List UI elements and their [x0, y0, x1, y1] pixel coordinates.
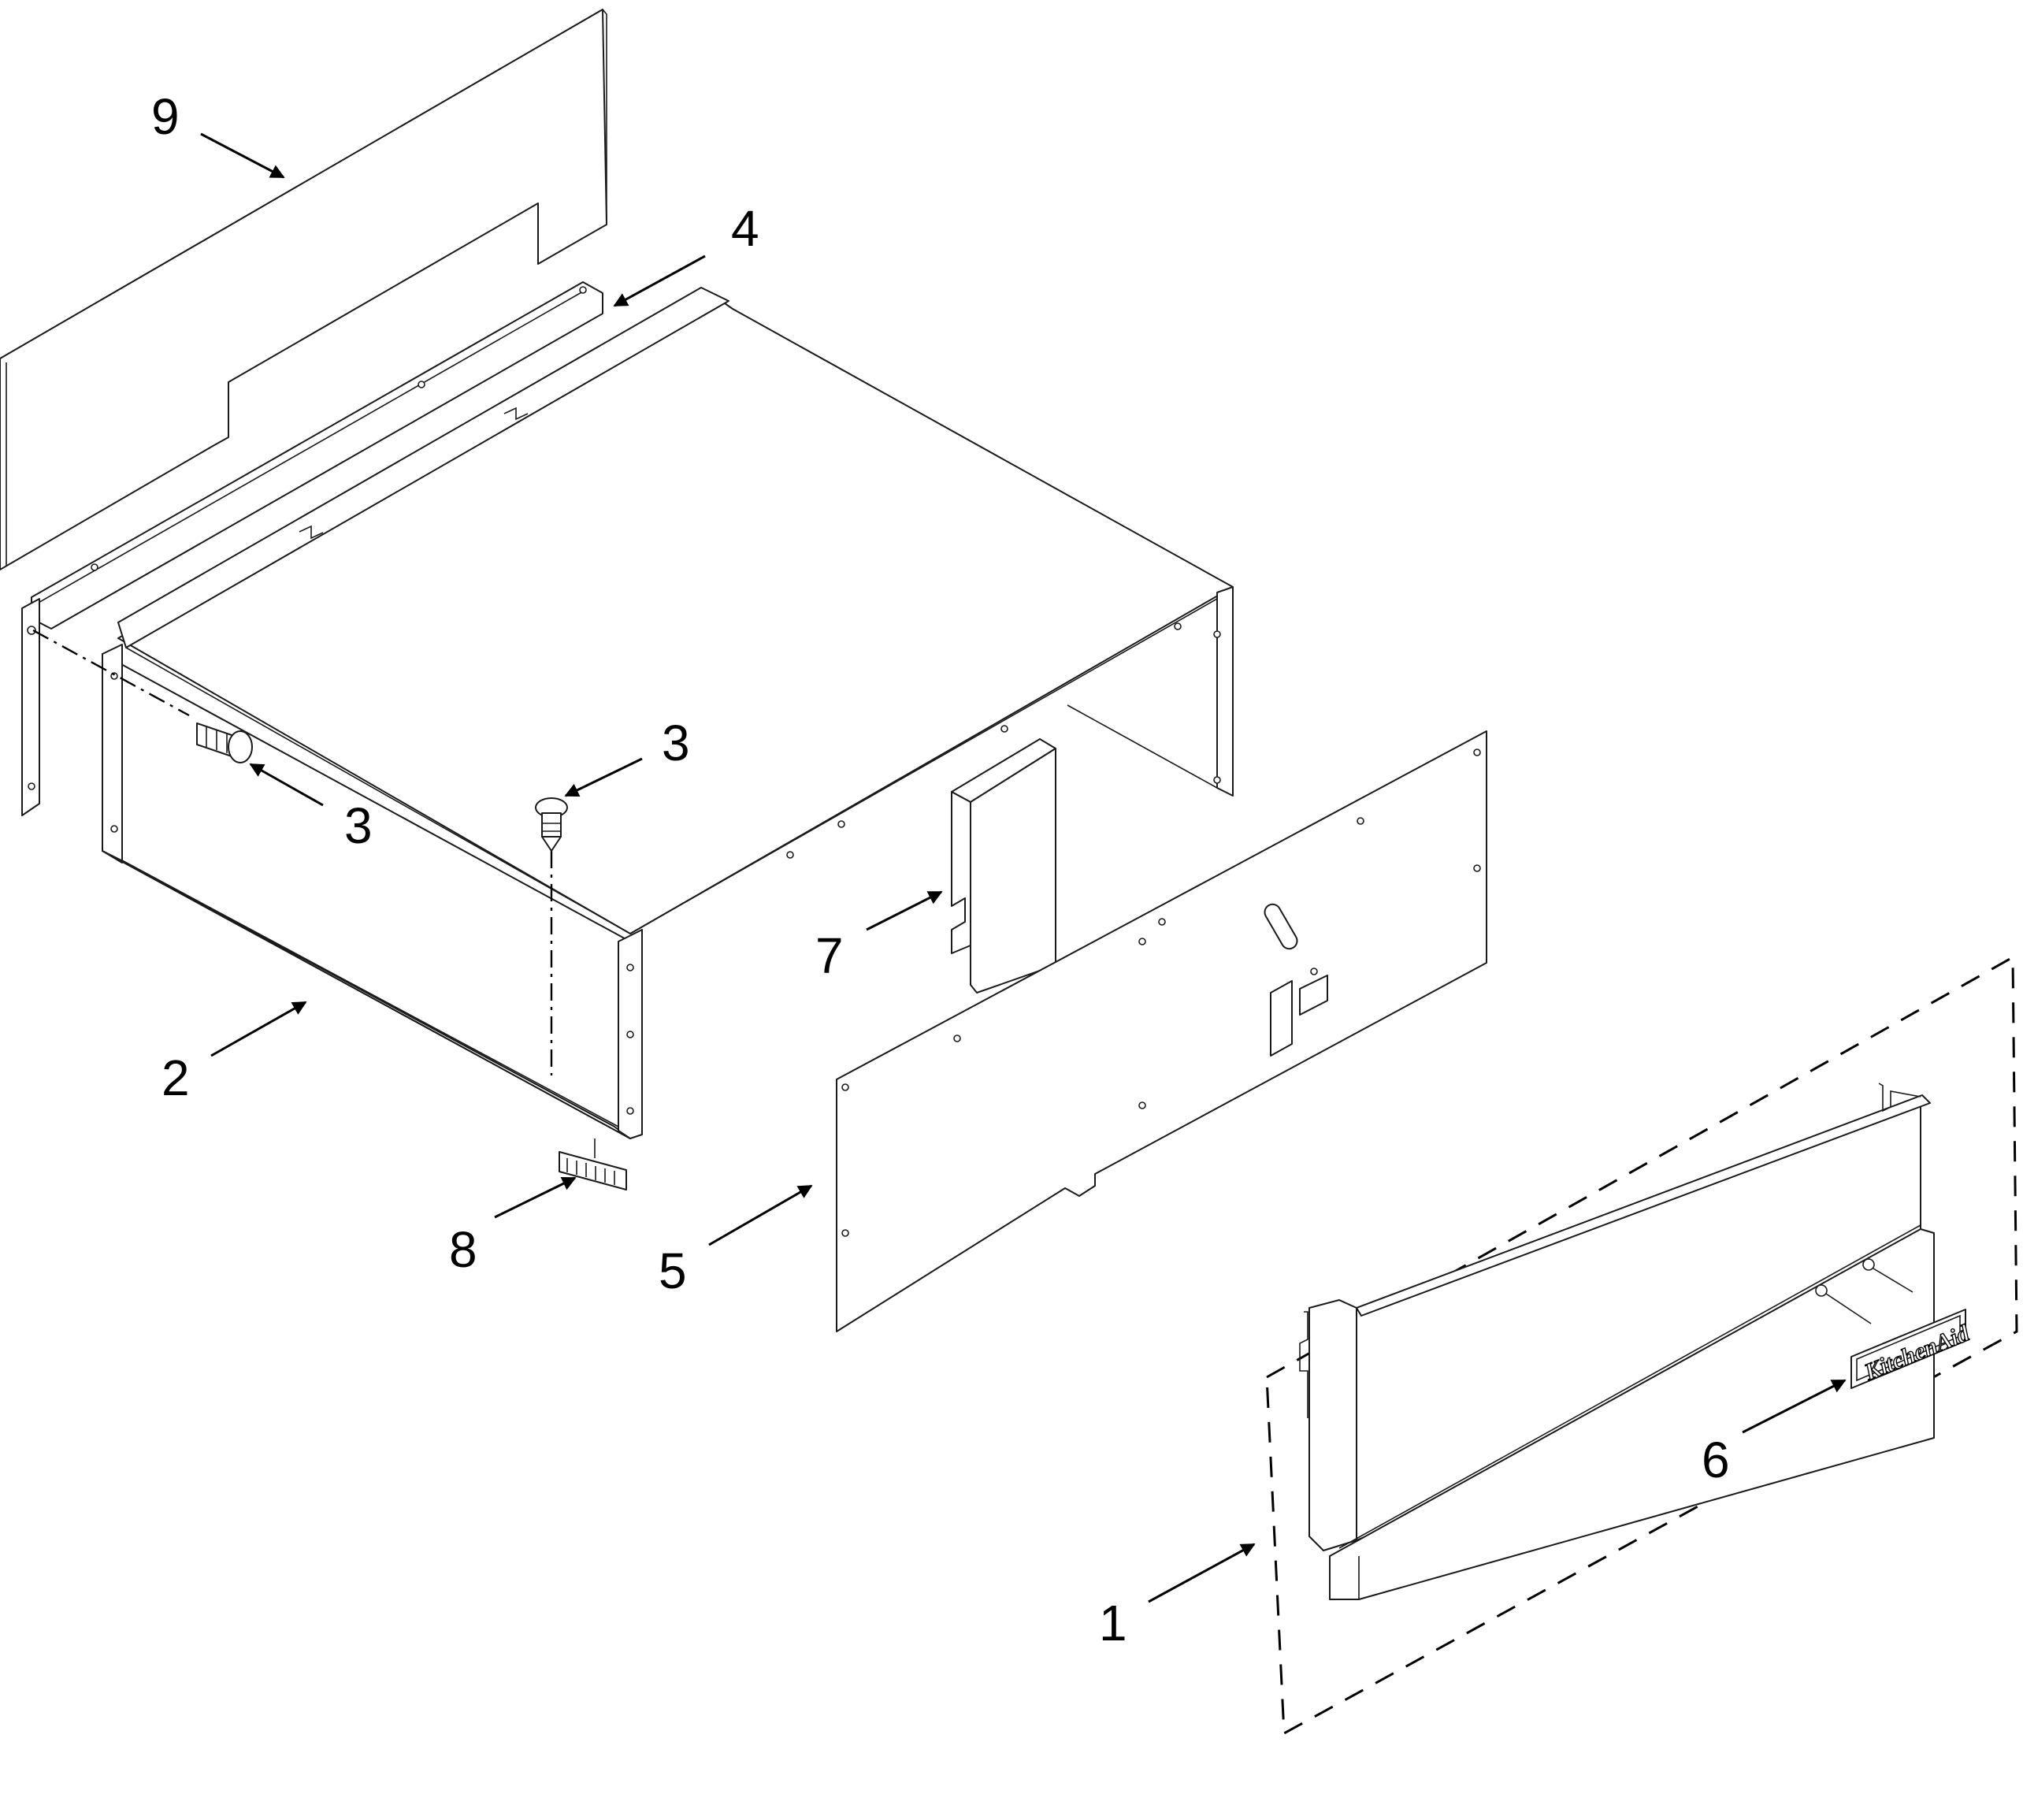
- drawer-front-assembly-part-1: [1265, 955, 2018, 1736]
- callout-7: 7: [815, 927, 844, 984]
- rear-rail-part-4: [31, 281, 603, 630]
- callout-6: 6: [1702, 1432, 1730, 1488]
- rear-panel-part-9: [0, 8, 607, 570]
- callout-5: 5: [659, 1242, 687, 1299]
- control-panel-part-5: [836, 730, 1487, 1332]
- leader-arrows: [200, 132, 1847, 1603]
- screw-vertical-part-3: [535, 797, 568, 852]
- clip-part-8: [559, 1138, 627, 1190]
- callout-1: 1: [1099, 1595, 1127, 1651]
- callout-labels: 9 4 3 3 7 2 8 5 6 1: [151, 88, 1730, 1651]
- screw-alignment-lines: [32, 629, 553, 1075]
- screw-horizontal-part-3: [196, 722, 253, 763]
- callout-8: 8: [449, 1221, 477, 1278]
- callout-3-vertical-screw: 3: [662, 715, 690, 771]
- housing-part-2: [21, 287, 1234, 1139]
- callout-9: 9: [151, 88, 180, 145]
- callout-4: 4: [731, 200, 759, 257]
- callout-2: 2: [161, 1049, 190, 1106]
- bracket-part-7: [951, 738, 1056, 994]
- callout-3-horizontal-screw: 3: [344, 797, 373, 854]
